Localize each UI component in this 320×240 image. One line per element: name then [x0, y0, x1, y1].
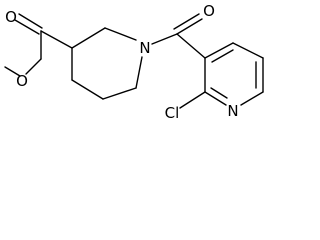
amide-oxygen-label: O — [203, 2, 215, 20]
ester-group: O O — [4, 8, 73, 90]
piperidine-nitrogen-label: N — [139, 39, 150, 57]
bond-py-5 — [204, 91, 227, 106]
ester-carbonyl-oxygen-label: O — [5, 8, 17, 26]
bond-pip-3 — [135, 56, 143, 89]
bond-c-cl — [179, 91, 206, 109]
bond-n-carbonyl — [151, 33, 178, 45]
bond-py-inner-3 — [210, 87, 228, 99]
bond-py-inner-1 — [211, 49, 234, 63]
pyridine-nitrogen-label: N — [227, 102, 238, 120]
piperidine-ring: N — [71, 27, 151, 100]
chlorine-label: Cl — [165, 104, 180, 122]
bond-o-methyl-a — [25, 58, 42, 75]
bond-pip-4 — [102, 87, 137, 100]
bond-amide-o-double-b — [173, 13, 200, 30]
amide-group: O — [151, 2, 215, 59]
bond-pip-2 — [104, 27, 137, 41]
bond-py-4 — [240, 91, 264, 106]
bond-amide-o-double-a — [176, 18, 203, 35]
ester-ether-oxygen-label: O — [16, 72, 28, 90]
bond-pip-1 — [71, 27, 106, 49]
chemical-structure: O O N O N Cl — [4, 2, 264, 122]
bond-carbonyl-pyridine — [176, 33, 206, 59]
bond-o-methyl-b — [4, 66, 21, 77]
bond-py-2 — [232, 42, 264, 59]
pyridine-ring: N — [204, 42, 264, 120]
bond-c-o-double-b — [18, 13, 43, 29]
bond-c-o-double-a — [14, 19, 40, 35]
bond-py-1 — [204, 42, 234, 59]
bond-pip-5 — [71, 79, 104, 100]
bond-carbonyl-ring — [40, 30, 73, 49]
chloro-substituent: Cl — [165, 91, 206, 122]
